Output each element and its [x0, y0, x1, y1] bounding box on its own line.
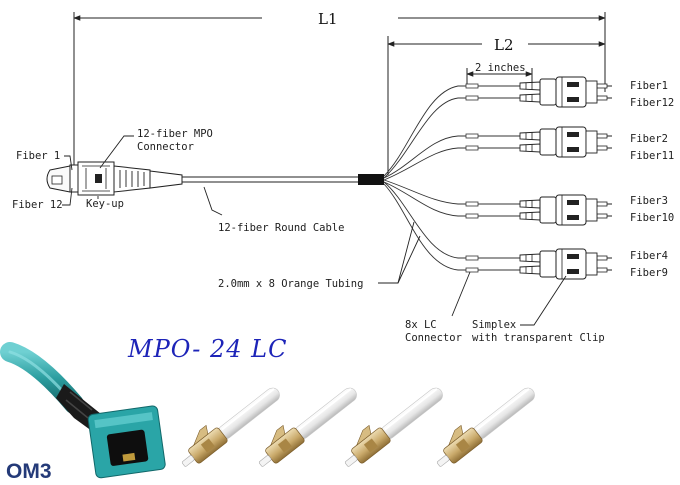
- fanout-legs: [383, 85, 520, 271]
- mpo-connector: [46, 161, 183, 196]
- lc-photos: [181, 387, 535, 467]
- fiber-label: Fiber9: [630, 267, 668, 279]
- cable-annotations: 12-fiber Round Cable 2.0mm x 8 Orange Tu…: [203, 186, 605, 344]
- fiber-labels: Fiber1 Fiber12 Fiber2 Fiber11 Fiber3 Fib…: [630, 80, 674, 279]
- fiber-1-label: Fiber 1: [16, 150, 60, 162]
- spacing-label: 2 inches: [475, 62, 526, 74]
- mpo-label: 12-fiber MPO: [137, 128, 213, 140]
- lc-label: Connector: [405, 332, 462, 344]
- clip-label: Simplex: [472, 319, 516, 331]
- round-cable: [182, 174, 384, 185]
- lc-connector-photo: [344, 387, 443, 467]
- dimension-l2: L2: [387, 36, 606, 175]
- fiber-label: Fiber3: [630, 195, 668, 207]
- fiber-label: Fiber11: [630, 150, 674, 162]
- fiber-label: Fiber1: [630, 80, 668, 92]
- tubing-label: 2.0mm x 8 Orange Tubing: [218, 278, 363, 290]
- lc-label: 8x LC: [405, 319, 437, 331]
- lc-pair: [465, 126, 612, 158]
- lc-connector-photo: [258, 387, 357, 467]
- om3-badge: OM3: [6, 460, 52, 483]
- fiber-label: Fiber12: [630, 97, 674, 109]
- lc-connector-pairs: [465, 76, 612, 280]
- product-photo: OM3 MPO- 24 LC: [0, 335, 287, 483]
- lc-connector-photo: [436, 387, 535, 467]
- lc-pair: [465, 248, 612, 280]
- fiber-label: Fiber4: [630, 250, 668, 262]
- product-title: MPO- 24 LC: [127, 335, 287, 363]
- lc-connector-photo: [181, 387, 280, 467]
- fiber-label: Fiber10: [630, 212, 674, 224]
- fiber-label: Fiber2: [630, 133, 668, 145]
- lc-pair: [465, 76, 612, 108]
- round-cable-label: 12-fiber Round Cable: [218, 222, 344, 234]
- lc-pair: [465, 194, 612, 226]
- mpo-annotations: 12-fiber MPO Connector Fiber 1 Fiber 12 …: [12, 128, 213, 211]
- clip-label: with transparent Clip: [472, 332, 605, 344]
- l2-label: L2: [494, 36, 514, 54]
- dimension-l1: L1: [73, 10, 606, 175]
- fiber-12-label: Fiber 12: [12, 199, 63, 211]
- mpo-label: Connector: [137, 141, 194, 153]
- key-up-label: Key-up: [86, 198, 124, 210]
- l1-label: L1: [318, 10, 338, 28]
